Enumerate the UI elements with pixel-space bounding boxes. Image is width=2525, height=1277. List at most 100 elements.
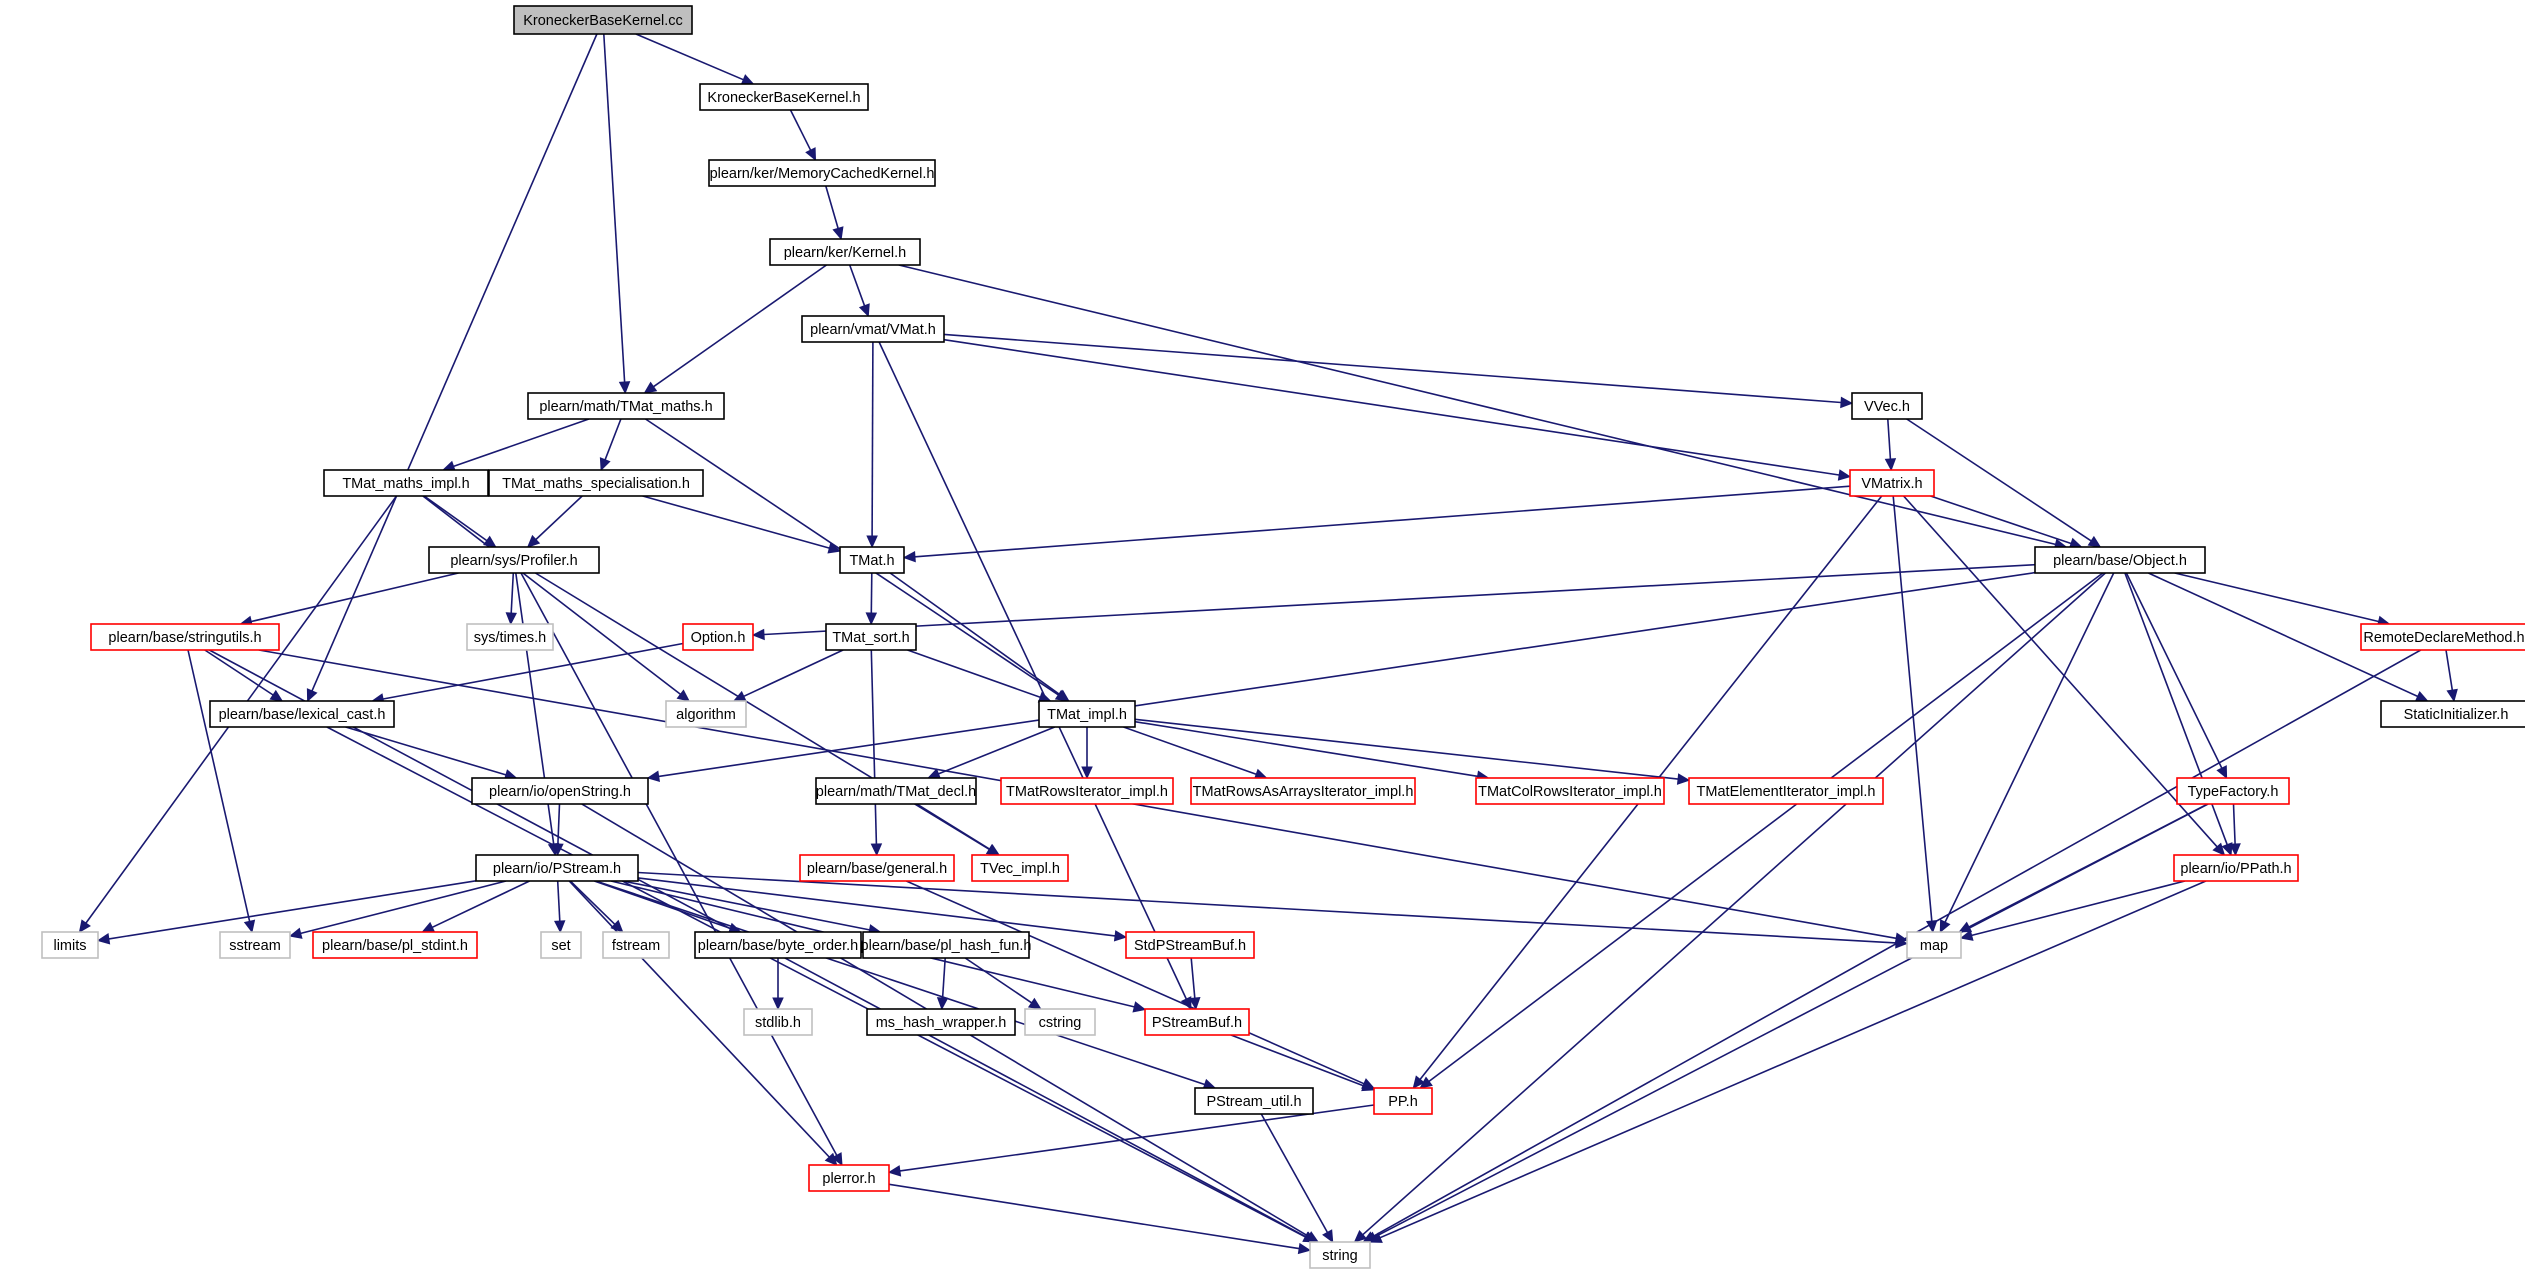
node-box[interactable] (1849, 469, 1935, 497)
node-pp[interactable]: PP.h (1373, 1087, 1433, 1115)
node-box[interactable] (2360, 623, 2525, 651)
node-box[interactable] (862, 931, 1030, 959)
node-box[interactable] (1906, 931, 1962, 959)
node-box[interactable] (1475, 777, 1665, 805)
node-box[interactable] (475, 854, 639, 882)
node-tmatimpl[interactable]: TMat_impl.h (1038, 700, 1136, 728)
node-box[interactable] (602, 931, 670, 959)
node-plhash[interactable]: plearn/base/pl_hash_fun.h (861, 931, 1032, 959)
node-box[interactable] (2380, 700, 2525, 728)
node-limits[interactable]: limits (41, 931, 99, 959)
node-object[interactable]: plearn/base/Object.h (2034, 546, 2206, 574)
node-staticinit[interactable]: StaticInitializer.h (2380, 700, 2525, 728)
node-box[interactable] (2034, 546, 2206, 574)
node-box[interactable] (466, 623, 554, 651)
node-box[interactable] (2176, 777, 2290, 805)
node-tvecimpl[interactable]: TVec_impl.h (971, 854, 1069, 882)
node-box[interactable] (743, 1008, 813, 1036)
node-box[interactable] (1024, 1008, 1096, 1036)
node-box[interactable] (825, 623, 917, 651)
node-tmat[interactable]: TMat.h (839, 546, 905, 574)
node-box[interactable] (769, 238, 921, 266)
node-stdpsb[interactable]: StdPStreamBuf.h (1125, 931, 1255, 959)
node-sstream[interactable]: sstream (219, 931, 291, 959)
node-box[interactable] (1851, 392, 1923, 420)
node-tmatmaths[interactable]: plearn/math/TMat_maths.h (527, 392, 725, 420)
node-box[interactable] (682, 623, 754, 651)
node-tmatsort[interactable]: TMat_sort.h (825, 623, 917, 651)
node-box[interactable] (540, 931, 582, 959)
node-box[interactable] (1000, 777, 1174, 805)
node-psb[interactable]: PStreamBuf.h (1144, 1008, 1250, 1036)
node-box[interactable] (866, 1008, 1016, 1036)
node-box[interactable] (41, 931, 99, 959)
node-option[interactable]: Option.h (682, 623, 754, 651)
node-openstring[interactable]: plearn/io/openString.h (471, 777, 649, 805)
node-general[interactable]: plearn/base/general.h (799, 854, 955, 882)
node-box[interactable] (209, 700, 395, 728)
node-map[interactable]: map (1906, 931, 1962, 959)
node-ppath[interactable]: plearn/io/PPath.h (2173, 854, 2299, 882)
node-vvec[interactable]: VVec.h (1851, 392, 1923, 420)
node-tmatdecl[interactable]: plearn/math/TMat_decl.h (815, 777, 977, 805)
node-systimes[interactable]: sys/times.h (466, 623, 554, 651)
node-kernel[interactable]: plearn/ker/Kernel.h (769, 238, 921, 266)
node-fstream[interactable]: fstream (602, 931, 670, 959)
node-box[interactable] (694, 931, 862, 959)
node-algorithm[interactable]: algorithm (665, 700, 747, 728)
node-rdm[interactable]: RemoteDeclareMethod.h (2360, 623, 2525, 651)
node-box[interactable] (1038, 700, 1136, 728)
node-box[interactable] (2173, 854, 2299, 882)
node-box[interactable] (1373, 1087, 1433, 1115)
node-plerror[interactable]: plerror.h (808, 1164, 890, 1192)
node-box[interactable] (527, 392, 725, 420)
node-profiler[interactable]: plearn/sys/Profiler.h (428, 546, 600, 574)
node-pstream[interactable]: plearn/io/PStream.h (475, 854, 639, 882)
node-box[interactable] (708, 159, 936, 187)
node-box[interactable] (1125, 931, 1255, 959)
node-box[interactable] (471, 777, 649, 805)
node-box[interactable] (323, 469, 489, 497)
node-root[interactable]: KroneckerBaseKernel.cc (513, 5, 693, 35)
node-string[interactable]: string (1309, 1241, 1371, 1269)
node-box[interactable] (971, 854, 1069, 882)
node-box[interactable] (428, 546, 600, 574)
node-memcache[interactable]: plearn/ker/MemoryCachedKernel.h (708, 159, 936, 187)
node-box[interactable] (1194, 1087, 1314, 1115)
node-plstdint[interactable]: plearn/base/pl_stdint.h (312, 931, 478, 959)
node-vmatrix[interactable]: VMatrix.h (1849, 469, 1935, 497)
node-stdlib[interactable]: stdlib.h (743, 1008, 813, 1036)
node-box[interactable] (799, 854, 955, 882)
node-box[interactable] (312, 931, 478, 959)
node-box[interactable] (665, 700, 747, 728)
node-box[interactable] (815, 777, 977, 805)
node-box[interactable] (1309, 1241, 1371, 1269)
node-stringutils[interactable]: plearn/base/stringutils.h (90, 623, 280, 651)
node-box[interactable] (1144, 1008, 1250, 1036)
node-typefactory[interactable]: TypeFactory.h (2176, 777, 2290, 805)
node-box[interactable] (1688, 777, 1884, 805)
node-tmms[interactable]: TMat_maths_specialisation.h (488, 469, 704, 497)
node-psutil[interactable]: PStream_util.h (1194, 1087, 1314, 1115)
node-byteorder[interactable]: plearn/base/byte_order.h (694, 931, 862, 959)
node-tmmi[interactable]: TMat_maths_impl.h (323, 469, 489, 497)
node-tmrai[interactable]: TMatRowsAsArraysIterator_impl.h (1190, 777, 1416, 805)
node-box[interactable] (839, 546, 905, 574)
node-mshash[interactable]: ms_hash_wrapper.h (866, 1008, 1016, 1036)
node-tmei[interactable]: TMatElementIterator_impl.h (1688, 777, 1884, 805)
node-box[interactable] (90, 623, 280, 651)
node-box[interactable] (488, 469, 704, 497)
node-box[interactable] (808, 1164, 890, 1192)
node-lexcast[interactable]: plearn/base/lexical_cast.h (209, 700, 395, 728)
node-box[interactable] (1190, 777, 1416, 805)
node-tmcri[interactable]: TMatColRowsIterator_impl.h (1475, 777, 1665, 805)
node-box[interactable] (513, 5, 693, 35)
node-set[interactable]: set (540, 931, 582, 959)
node-box[interactable] (699, 83, 869, 111)
node-box[interactable] (219, 931, 291, 959)
node-box[interactable] (801, 315, 945, 343)
node-kbk_h[interactable]: KroneckerBaseKernel.h (699, 83, 869, 111)
node-vmat[interactable]: plearn/vmat/VMat.h (801, 315, 945, 343)
node-tmri[interactable]: TMatRowsIterator_impl.h (1000, 777, 1174, 805)
node-cstring[interactable]: cstring (1024, 1008, 1096, 1036)
